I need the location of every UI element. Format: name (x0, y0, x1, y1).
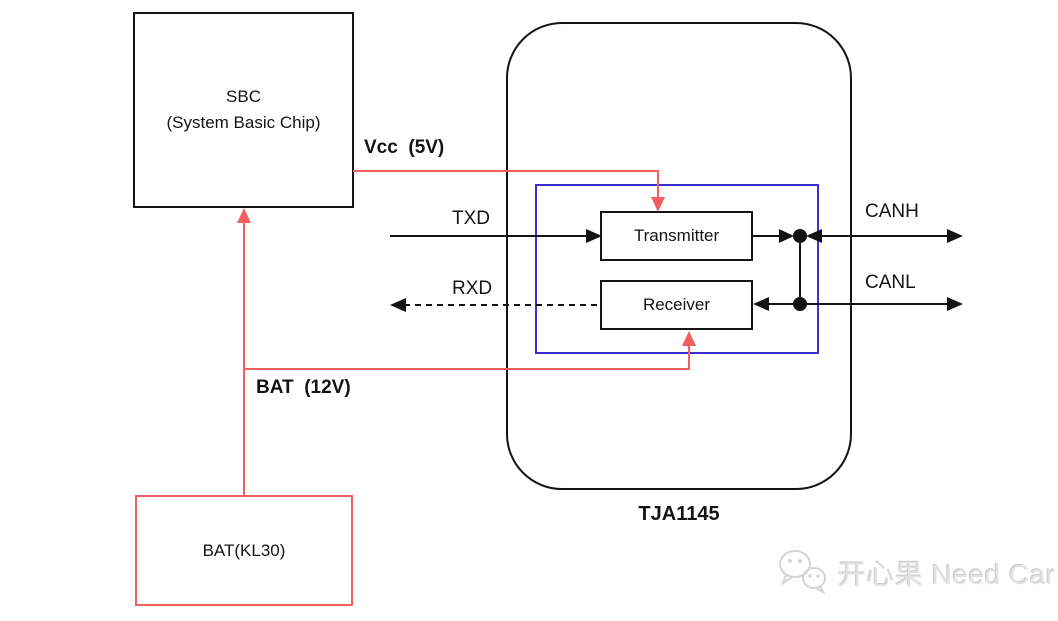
tja1145-chip-outline (506, 22, 852, 490)
sbc-label-line1: SBC (226, 87, 261, 106)
transmitter-label: Transmitter (633, 226, 720, 245)
wechat-chat-bubbles-icon (779, 550, 826, 595)
rxd-arrowhead (390, 298, 406, 312)
bat-kl30-label: BAT(KL30) (202, 540, 286, 560)
rxd-label: RXD (452, 278, 493, 299)
receiver-block: Receiver (600, 280, 753, 330)
bat-kl30-block: BAT(KL30) (135, 495, 353, 606)
watermark-text: 开心果 Need Car (838, 559, 1056, 590)
canl-label: CANL (865, 272, 916, 293)
canl-outward-arrowhead (947, 297, 963, 311)
canh-outward-arrowhead (947, 229, 963, 243)
sbc-label-line2: (System Basic Chip) (166, 113, 321, 132)
transmitter-block: Transmitter (600, 211, 753, 261)
txd-label: TXD (452, 208, 490, 229)
bat-label: BAT (12V) (256, 377, 351, 398)
sbc-block: SBC (System Basic Chip) (133, 12, 354, 208)
vcc-label: Vcc (5V) (364, 137, 445, 158)
watermark: 开心果 Need Car (774, 546, 1056, 600)
canh-label: CANH (865, 201, 919, 222)
tja1145-chip-label: TJA1145 (638, 503, 720, 525)
receiver-label: Receiver (642, 295, 711, 314)
bat-arrowhead-into-sbc (237, 208, 251, 223)
